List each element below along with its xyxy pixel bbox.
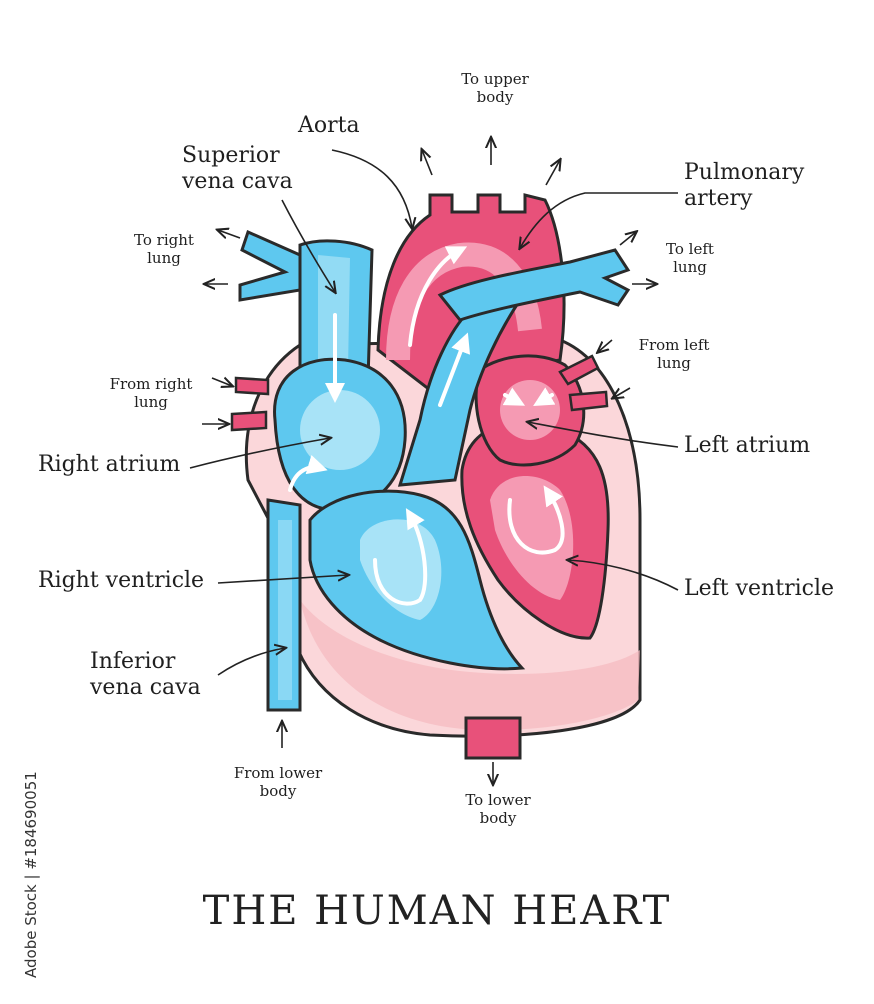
label-left-ventricle: Left ventricle (684, 576, 834, 601)
direction-arrows (202, 138, 656, 784)
label-aorta: Aorta (298, 113, 360, 138)
label-from-lower-body: From lower body (233, 764, 323, 800)
pulmonary-vein-right-upper (234, 376, 270, 396)
label-pulmonary-artery: Pulmonary artery (684, 160, 805, 212)
flow-arrow-aorta (408, 246, 468, 347)
arrow-to-upper-body-right (545, 160, 560, 186)
leader-left-atrium (528, 422, 679, 448)
flow-arrow-lv (507, 485, 565, 555)
label-inferior-vena-cava: Inferior vena cava (90, 649, 201, 701)
arrow-from-left-lung-1 (598, 339, 613, 352)
flow-arrow-ra (288, 454, 328, 492)
pulmonary-artery-right-branch (238, 229, 302, 302)
flow-arrow-rv (373, 508, 428, 606)
label-to-upper-body: To upper body (461, 70, 529, 106)
descending-aorta (464, 716, 522, 760)
pulmonary-artery-left-branch (437, 248, 631, 322)
arrow-to-left-lung-1 (619, 232, 636, 246)
flow-arrows (288, 246, 565, 606)
watermark-text: Adobe Stock | #184690051 (22, 771, 40, 978)
label-right-atrium: Right atrium (38, 452, 181, 477)
heart-base-shade (300, 600, 640, 731)
arrow-from-left-lung-2 (613, 387, 631, 398)
label-superior-vena-cava: Superior vena cava (182, 143, 293, 195)
pulmonary-vein-right-lower (230, 410, 268, 432)
right-atrium-inner (300, 390, 380, 470)
label-to-right-lung: To right lung (134, 231, 194, 267)
pulmonary-vein-left-upper (558, 354, 600, 386)
leader-ivc (217, 648, 285, 676)
leader-left-ventricle (568, 560, 679, 591)
inferior-vena-cava-inner (278, 520, 292, 700)
label-to-left-lung: To left lung (666, 240, 714, 276)
flow-arrow-pt (438, 332, 471, 407)
label-right-ventricle: Right ventricle (38, 568, 205, 593)
diagram-title: THE HUMAN HEART (202, 888, 672, 934)
arrow-to-upper-body-left (422, 150, 433, 176)
stock-watermark: Adobe Stock | #184690051 (4, 760, 40, 980)
left-atrium-inner (500, 380, 560, 440)
leader-svc (281, 199, 335, 292)
flow-arrow-la2 (533, 387, 556, 407)
label-left-atrium: Left atrium (684, 433, 811, 458)
leader-aorta (331, 149, 412, 228)
flow-arrow-la (502, 387, 526, 406)
arrow-to-right-lung-1 (218, 230, 241, 238)
label-from-left-lung: From left lung (638, 336, 710, 372)
label-to-lower-body: To lower body (465, 791, 531, 827)
pulmonary-vein-left-lower (568, 390, 609, 412)
arrow-from-right-lung-1 (211, 378, 232, 386)
leader-pulmonary-artery (520, 192, 678, 248)
leader-right-atrium (189, 438, 330, 469)
label-from-right-lung: From right lung (109, 375, 193, 411)
leader-lines (189, 149, 679, 676)
leader-right-ventricle (217, 575, 348, 584)
